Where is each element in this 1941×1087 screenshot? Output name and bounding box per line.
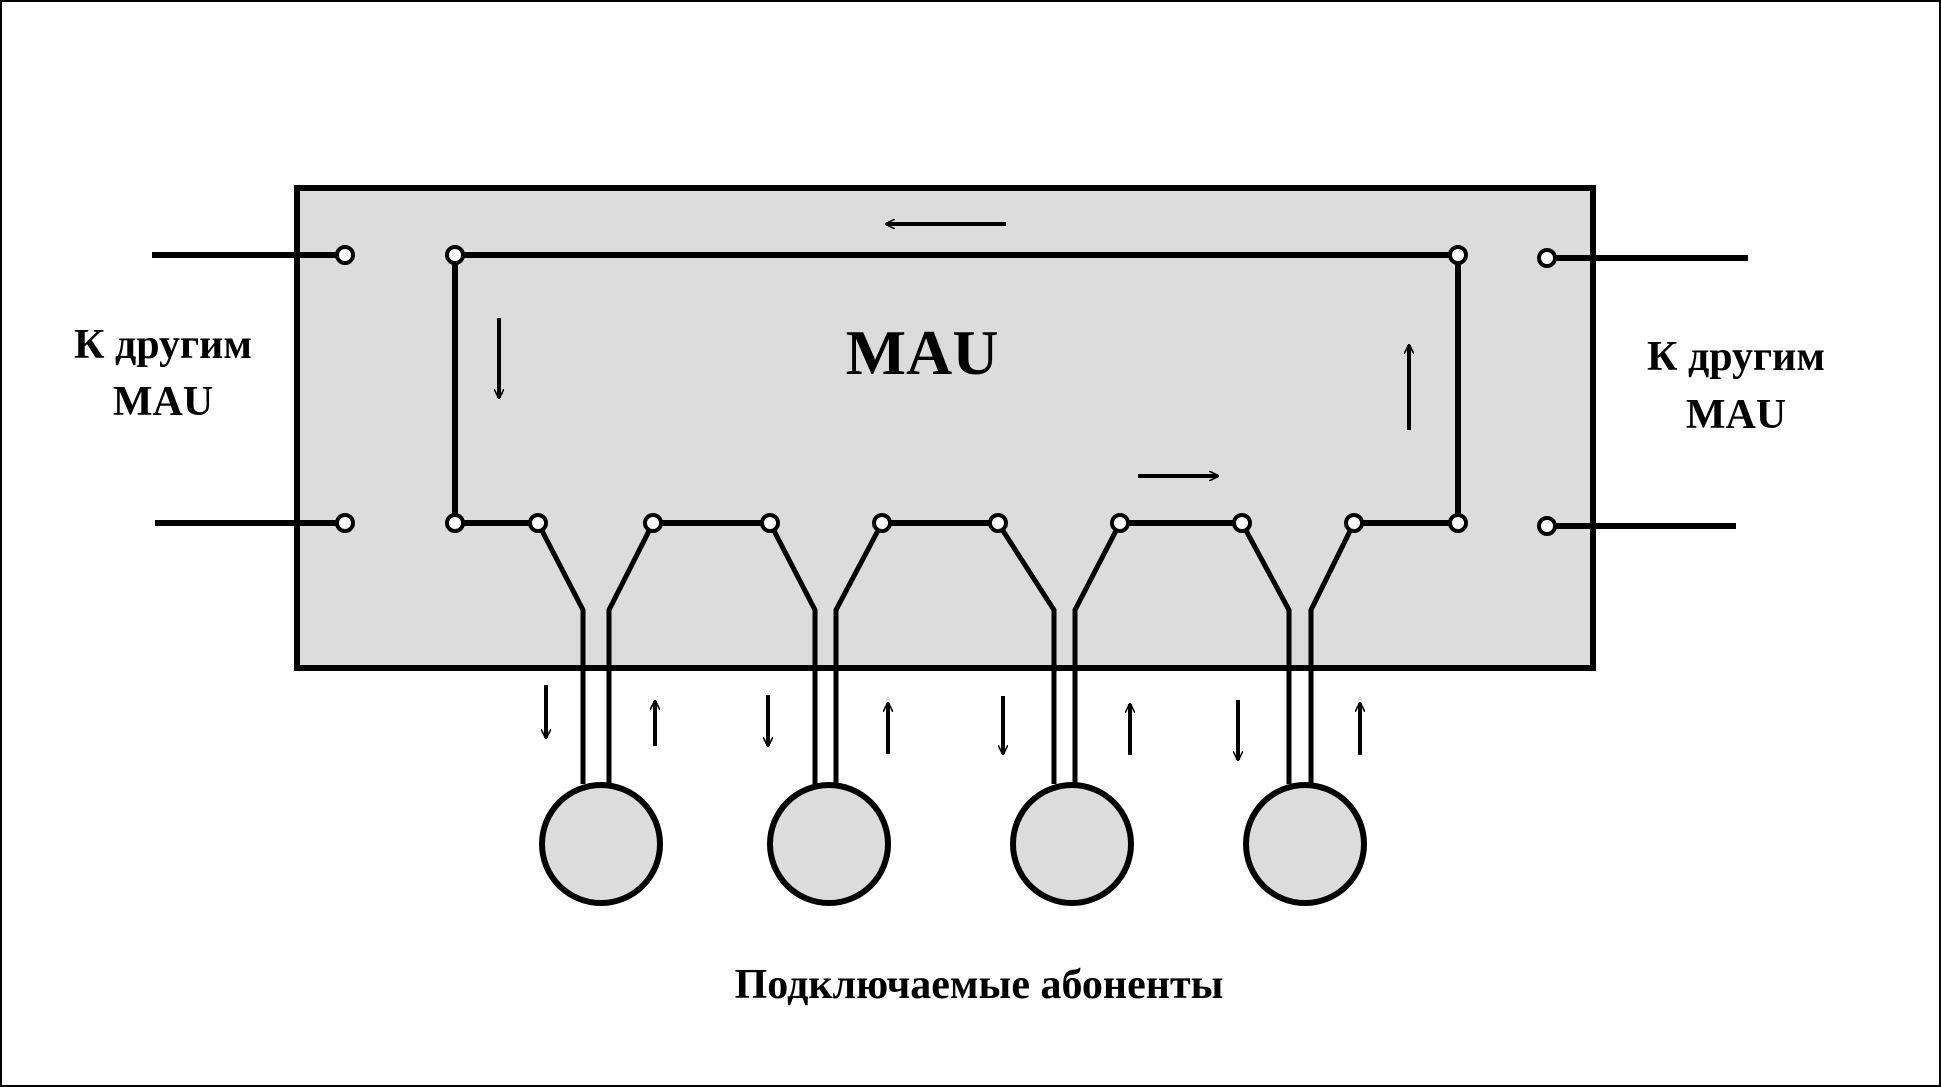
mau-box — [294, 185, 1596, 671]
terminal-node — [760, 513, 780, 533]
terminal-node — [335, 245, 355, 265]
subscribers — [539, 782, 1367, 906]
terminal-node — [445, 513, 465, 533]
subscriber-circle — [539, 782, 663, 906]
internal-ring — [452, 252, 1461, 526]
external-lines — [152, 252, 1748, 529]
subscribers-caption: Подключаемые абоненты — [735, 962, 1224, 1008]
branch-down — [767, 521, 818, 784]
subscriber-circle — [1010, 782, 1134, 906]
terminal-node — [1537, 248, 1557, 268]
terminal-node — [335, 513, 355, 533]
terminal-node — [1448, 245, 1468, 265]
branch-up — [833, 521, 885, 784]
terminal-node — [643, 513, 663, 533]
branch-up — [1308, 521, 1357, 784]
subscriber-circle — [1243, 782, 1367, 906]
terminal-node — [1232, 513, 1252, 533]
terminal-node — [528, 513, 548, 533]
mau-title: MAU — [846, 317, 999, 388]
terminal-node — [872, 513, 892, 533]
branch-down — [535, 521, 586, 784]
terminal-node — [988, 513, 1008, 533]
terminals — [335, 245, 1557, 536]
subscriber-branches — [535, 521, 1357, 784]
terminal-node — [1448, 513, 1468, 533]
left-label-line2: MAU — [113, 379, 213, 425]
right-label-line1: К другим — [1647, 334, 1825, 380]
right-label-line2: MAU — [1686, 392, 1786, 438]
subscriber-circle — [767, 782, 891, 906]
terminal-node — [445, 245, 465, 265]
branch-up — [1072, 521, 1123, 784]
terminal-node — [1110, 513, 1130, 533]
flow-arrows — [499, 224, 1409, 760]
left-label-line1: К другим — [74, 322, 252, 368]
branch-up — [606, 521, 656, 784]
terminal-node — [1344, 513, 1364, 533]
branch-down — [1239, 521, 1292, 784]
branch-down — [995, 521, 1057, 784]
terminal-node — [1537, 516, 1557, 536]
